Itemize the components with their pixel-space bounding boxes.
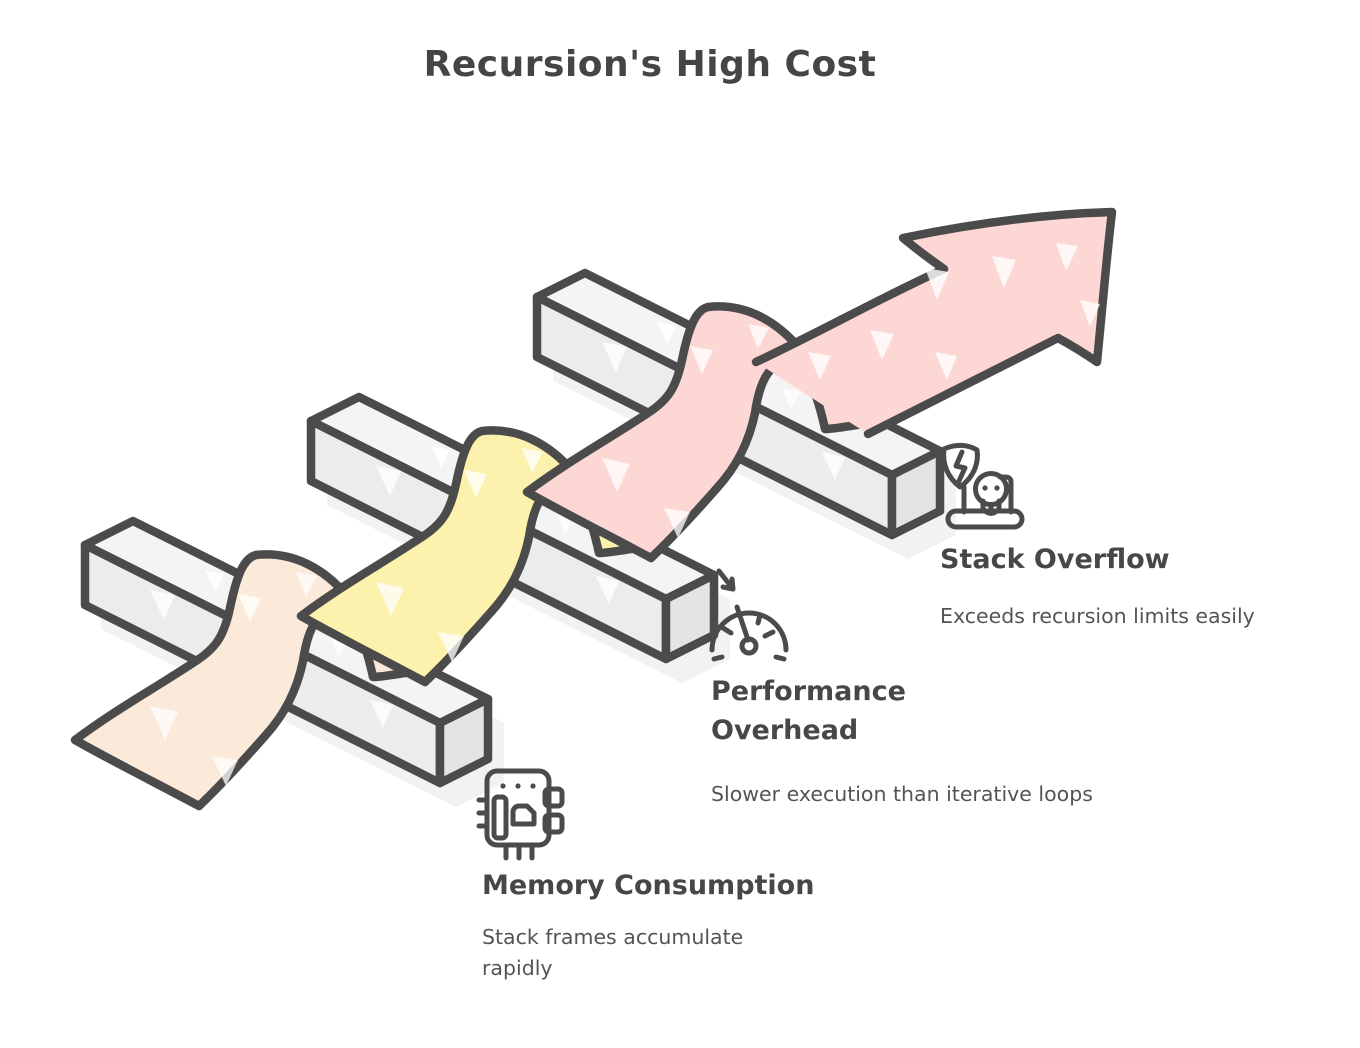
pointer-arrow-icon [716,568,736,592]
description-performance-overhead: Slower execution than iterative loops [711,782,1093,806]
page-title: Recursion's High Cost [423,44,877,85]
cpu-chip-icon [476,768,565,861]
description-memory-consumption: Stack frames accumulate rapidly [482,925,744,980]
heading-performance-overhead: Performance Overhead [711,676,906,747]
description-stack-overflow: Exceeds recursion limits easily [940,604,1255,628]
heading-stack-overflow: Stack Overflow [940,544,1170,575]
growth-arrow [751,207,1117,439]
skull-laptop-shield-icon [941,442,1025,530]
heading-memory-consumption: Memory Consumption [482,870,815,901]
gauge-icon [709,604,789,662]
